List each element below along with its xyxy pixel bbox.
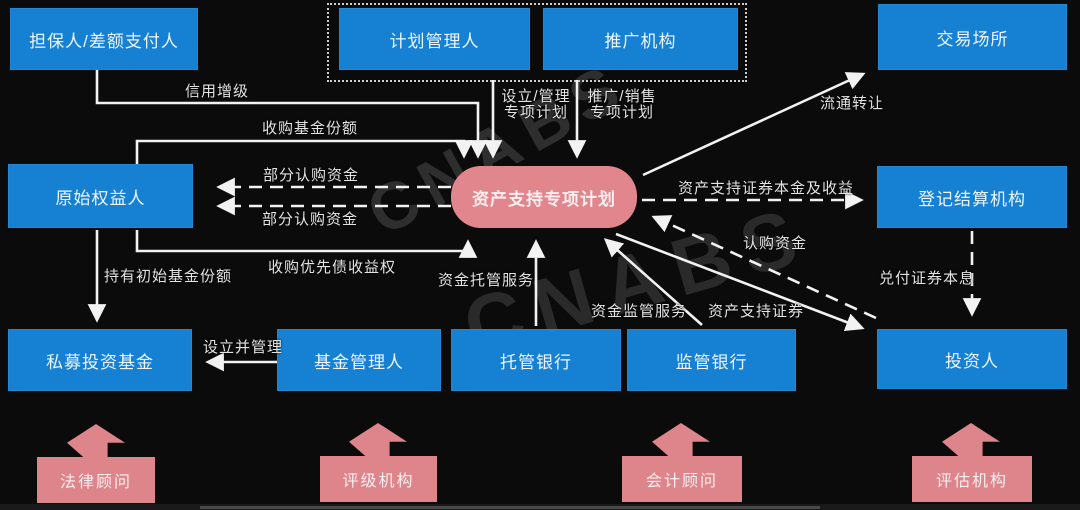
node-investor: 投资人 bbox=[877, 329, 1067, 389]
arrow-acquire-priority-debt-rights bbox=[135, 230, 478, 258]
label-partial-subscription-lower: 部分认购资金 bbox=[262, 211, 359, 228]
label-abs-principal-and-income: 资产支持证券本金及收益 bbox=[678, 180, 855, 197]
label-promote-sell-line2: 专项计划 bbox=[589, 104, 654, 121]
label-partial-subscription-upper: 部分认购资金 bbox=[263, 167, 360, 184]
label-redeem-principal-interest: 兑付证券本息 bbox=[879, 270, 976, 287]
label-setup-manage-line2: 专项计划 bbox=[503, 104, 568, 121]
node-registrar: 登记结算机构 bbox=[877, 166, 1067, 228]
label-promote-sell-line1: 推广/销售 bbox=[587, 88, 657, 105]
label-acquire-priority-debt-rights: 收购优先债收益权 bbox=[268, 259, 397, 276]
label-hold-initial-fund-shares: 持有初始基金份额 bbox=[104, 268, 233, 285]
arrow-abs-securities bbox=[615, 232, 865, 332]
node-abs-special-plan: 资产支持专项计划 bbox=[451, 166, 637, 228]
advisor-accounting: 会计顾问 bbox=[622, 456, 742, 502]
label-abs-securities: 资产支持证券 bbox=[708, 303, 805, 320]
arrow-acquire-fund-shares bbox=[135, 139, 474, 164]
arrow-circulation-transfer bbox=[642, 72, 866, 177]
label-credit-enhancement: 信用增级 bbox=[185, 83, 250, 100]
node-custodian-bank: 托管银行 bbox=[451, 329, 621, 391]
label-setup-manage-line1: 设立/管理 bbox=[501, 88, 571, 105]
label-circulation-transfer: 流通转让 bbox=[820, 95, 885, 112]
label-subscription-funds: 认购资金 bbox=[743, 235, 808, 252]
manager-promoter-group-border bbox=[327, 3, 747, 82]
advisor-valuation: 评估机构 bbox=[912, 456, 1032, 502]
label-promote-sell-plan: 推广/销售 专项计划 bbox=[584, 89, 660, 121]
label-fund-custody-service: 资金托管服务 bbox=[438, 272, 535, 289]
label-setup-manage-plan: 设立/管理 专项计划 bbox=[498, 89, 574, 121]
label-acquire-fund-shares: 收购基金份额 bbox=[262, 120, 359, 137]
window-bottom-edge bbox=[0, 504, 1080, 510]
node-plan-manager: 计划管理人 bbox=[339, 8, 530, 70]
arrow-credit-enhancement bbox=[95, 70, 488, 159]
node-supervising-bank: 监管银行 bbox=[627, 329, 796, 391]
node-originator: 原始权益人 bbox=[8, 164, 193, 228]
node-exchange: 交易场所 bbox=[878, 4, 1067, 70]
advisor-rating: 评级机构 bbox=[320, 456, 437, 502]
window-bottom-edge-highlight bbox=[200, 506, 820, 509]
node-fund-manager: 基金管理人 bbox=[277, 329, 441, 391]
label-setup-and-manage: 设立并管理 bbox=[203, 339, 284, 356]
advisor-legal: 法律顾问 bbox=[37, 457, 155, 503]
arrow-fund-supervision-service bbox=[603, 238, 703, 326]
node-promoter: 推广机构 bbox=[543, 8, 738, 70]
label-fund-supervision-service: 资金监管服务 bbox=[591, 303, 688, 320]
node-guarantor: 担保人/差额支付人 bbox=[10, 8, 198, 70]
node-private-fund: 私募投资基金 bbox=[8, 329, 192, 391]
